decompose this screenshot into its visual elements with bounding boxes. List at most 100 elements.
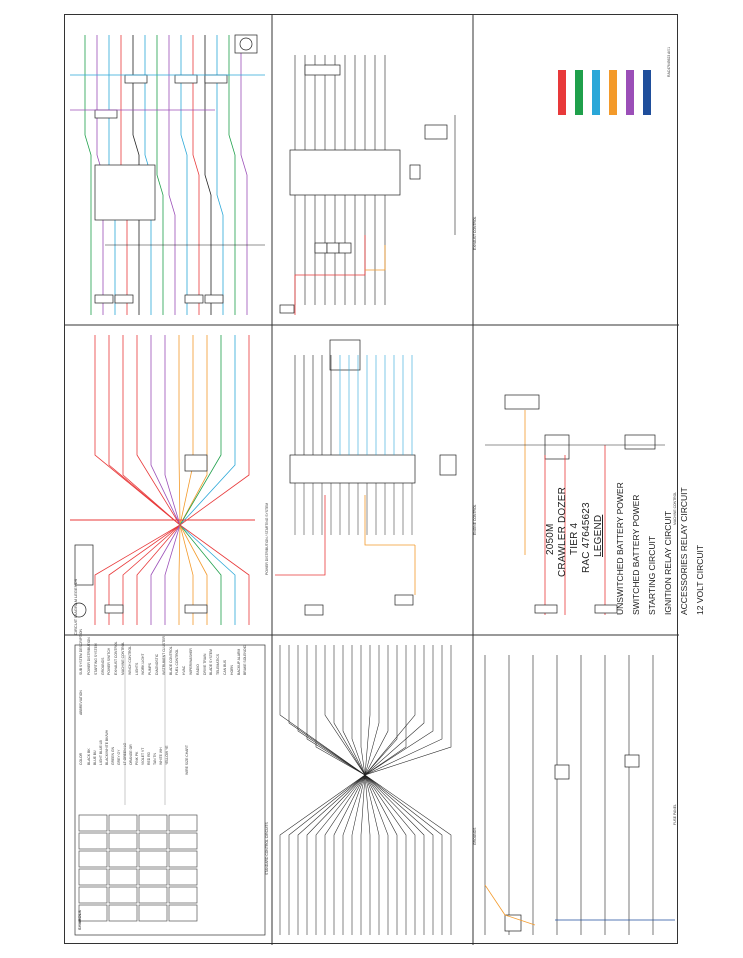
relay	[184, 454, 208, 472]
wire	[204, 35, 212, 315]
connector	[204, 294, 224, 304]
symbol-cell	[138, 814, 168, 832]
section-label-power: POWER DISTRIBUTION / STARTING SYSTEM	[265, 502, 269, 575]
symbol-cell	[108, 904, 138, 922]
color-table-abbr-title: ABBREVIATION	[79, 690, 83, 715]
symbol-cell	[168, 868, 198, 886]
wire	[150, 335, 181, 625]
connector	[94, 109, 118, 119]
wire	[364, 645, 416, 935]
symbol-cell	[168, 814, 198, 832]
doc-code: RAC47645623 A/01	[667, 47, 671, 77]
wire	[179, 335, 236, 625]
section-label-exhaust: EXHAUST CONTROL	[473, 216, 477, 250]
wire	[365, 245, 386, 271]
symbol-cell	[108, 832, 138, 850]
system-list-item: WORK LIGHT	[141, 653, 146, 675]
symbol-cell	[168, 904, 198, 922]
symbol-cell	[78, 868, 108, 886]
section-label-grounds: GROUNDS	[473, 827, 477, 845]
system-list-item: WIPER/WASHER	[189, 648, 193, 675]
wire	[333, 645, 366, 935]
legend-swatch	[609, 70, 617, 115]
system-list-item: STARTING SYSTEM	[93, 643, 98, 675]
color-table-title: COLOR	[79, 752, 83, 765]
symbol-cell	[138, 868, 168, 886]
color-table-row: PINK PK	[135, 751, 139, 765]
color-table-row: ORANGE OR	[129, 744, 133, 765]
wire	[484, 884, 536, 926]
wire	[306, 645, 366, 935]
fuse	[624, 754, 640, 768]
color-table-row: BLACK BK	[87, 748, 91, 765]
wire	[364, 645, 380, 935]
color-table-row: TAN TN	[153, 753, 157, 765]
legend-accessories-relay: ACCESSORIES RELAY CIRCUIT	[679, 487, 689, 615]
system-list-item: GROUNDS	[100, 657, 105, 675]
wire	[132, 35, 140, 315]
legend-swatch	[643, 70, 651, 115]
system-list-item: TELEMATICS	[216, 653, 221, 675]
sensor	[326, 242, 340, 254]
system-list-item: LIGHTS	[134, 662, 139, 675]
wire	[179, 335, 250, 625]
wire	[364, 645, 371, 935]
color-table-row: LT GREEN LG	[123, 742, 127, 765]
connector	[174, 74, 198, 84]
wire	[294, 235, 366, 315]
wire-size-title: WIRE SIZE CHART	[185, 745, 189, 775]
motor-icon	[239, 37, 253, 51]
system-list-item: POWER SWITCH	[107, 647, 112, 675]
connector	[279, 304, 295, 314]
legend-swatch	[626, 70, 634, 115]
system-list-item: HORN	[229, 665, 234, 675]
wire	[275, 495, 326, 576]
color-table-row: WHITE WH	[159, 747, 163, 765]
wire	[240, 35, 248, 315]
connector	[94, 294, 114, 304]
wire	[351, 645, 366, 935]
legend-unswitched-battery: UNSWITCHED BATTERY POWER	[615, 482, 625, 615]
section-label-standard: STANDARD CONTROL CIRCUITS	[265, 822, 269, 875]
legend-starting: STARTING CIRCUIT	[647, 535, 657, 615]
legend-title: LEGEND	[593, 514, 604, 557]
wire	[108, 335, 181, 625]
symbol-cell	[138, 850, 168, 868]
wire	[164, 335, 181, 625]
system-list-item: BLADE SYSTEM	[209, 648, 214, 675]
symbol-cell	[138, 904, 168, 922]
tier-label: TIER 4	[569, 522, 580, 555]
wire	[315, 645, 366, 935]
connector-block	[289, 454, 416, 484]
sensor	[439, 454, 457, 476]
legend-ignition-relay: IGNITION RELAY CIRCUIT	[663, 510, 673, 615]
ecu-module	[289, 149, 401, 196]
model-number: 2050M	[545, 523, 556, 555]
wire	[364, 645, 443, 935]
wire	[228, 35, 236, 315]
symbol-cell	[108, 886, 138, 904]
battery-disconnect	[74, 544, 94, 586]
wire	[94, 335, 181, 625]
legend-swatch	[575, 70, 583, 115]
system-list-item: CAN BUS	[223, 659, 227, 675]
rac-number: RAC 47645623	[581, 502, 592, 573]
wire	[179, 335, 194, 625]
symbol-cell	[78, 814, 108, 832]
system-list-item: HVAC	[182, 665, 187, 675]
wiring-diagram	[65, 15, 679, 945]
system-list-item: FUEL CONTROL	[175, 648, 180, 675]
sensor	[338, 242, 352, 254]
color-table-row: BLUE BU	[93, 750, 97, 765]
symbol-cell	[78, 886, 108, 904]
system-list-item: DIAGNOSTIC	[155, 653, 159, 675]
connector	[204, 74, 228, 84]
color-table-row: YELLOW YE	[165, 745, 169, 765]
legend-swatch	[558, 70, 566, 115]
fuse	[554, 764, 570, 780]
connector	[124, 74, 148, 84]
wire	[156, 35, 164, 315]
legend-switched-battery: SWITCHED BATTERY POWER	[631, 494, 641, 615]
color-table-row: VIOLET VT	[141, 747, 145, 765]
wire	[122, 335, 181, 625]
